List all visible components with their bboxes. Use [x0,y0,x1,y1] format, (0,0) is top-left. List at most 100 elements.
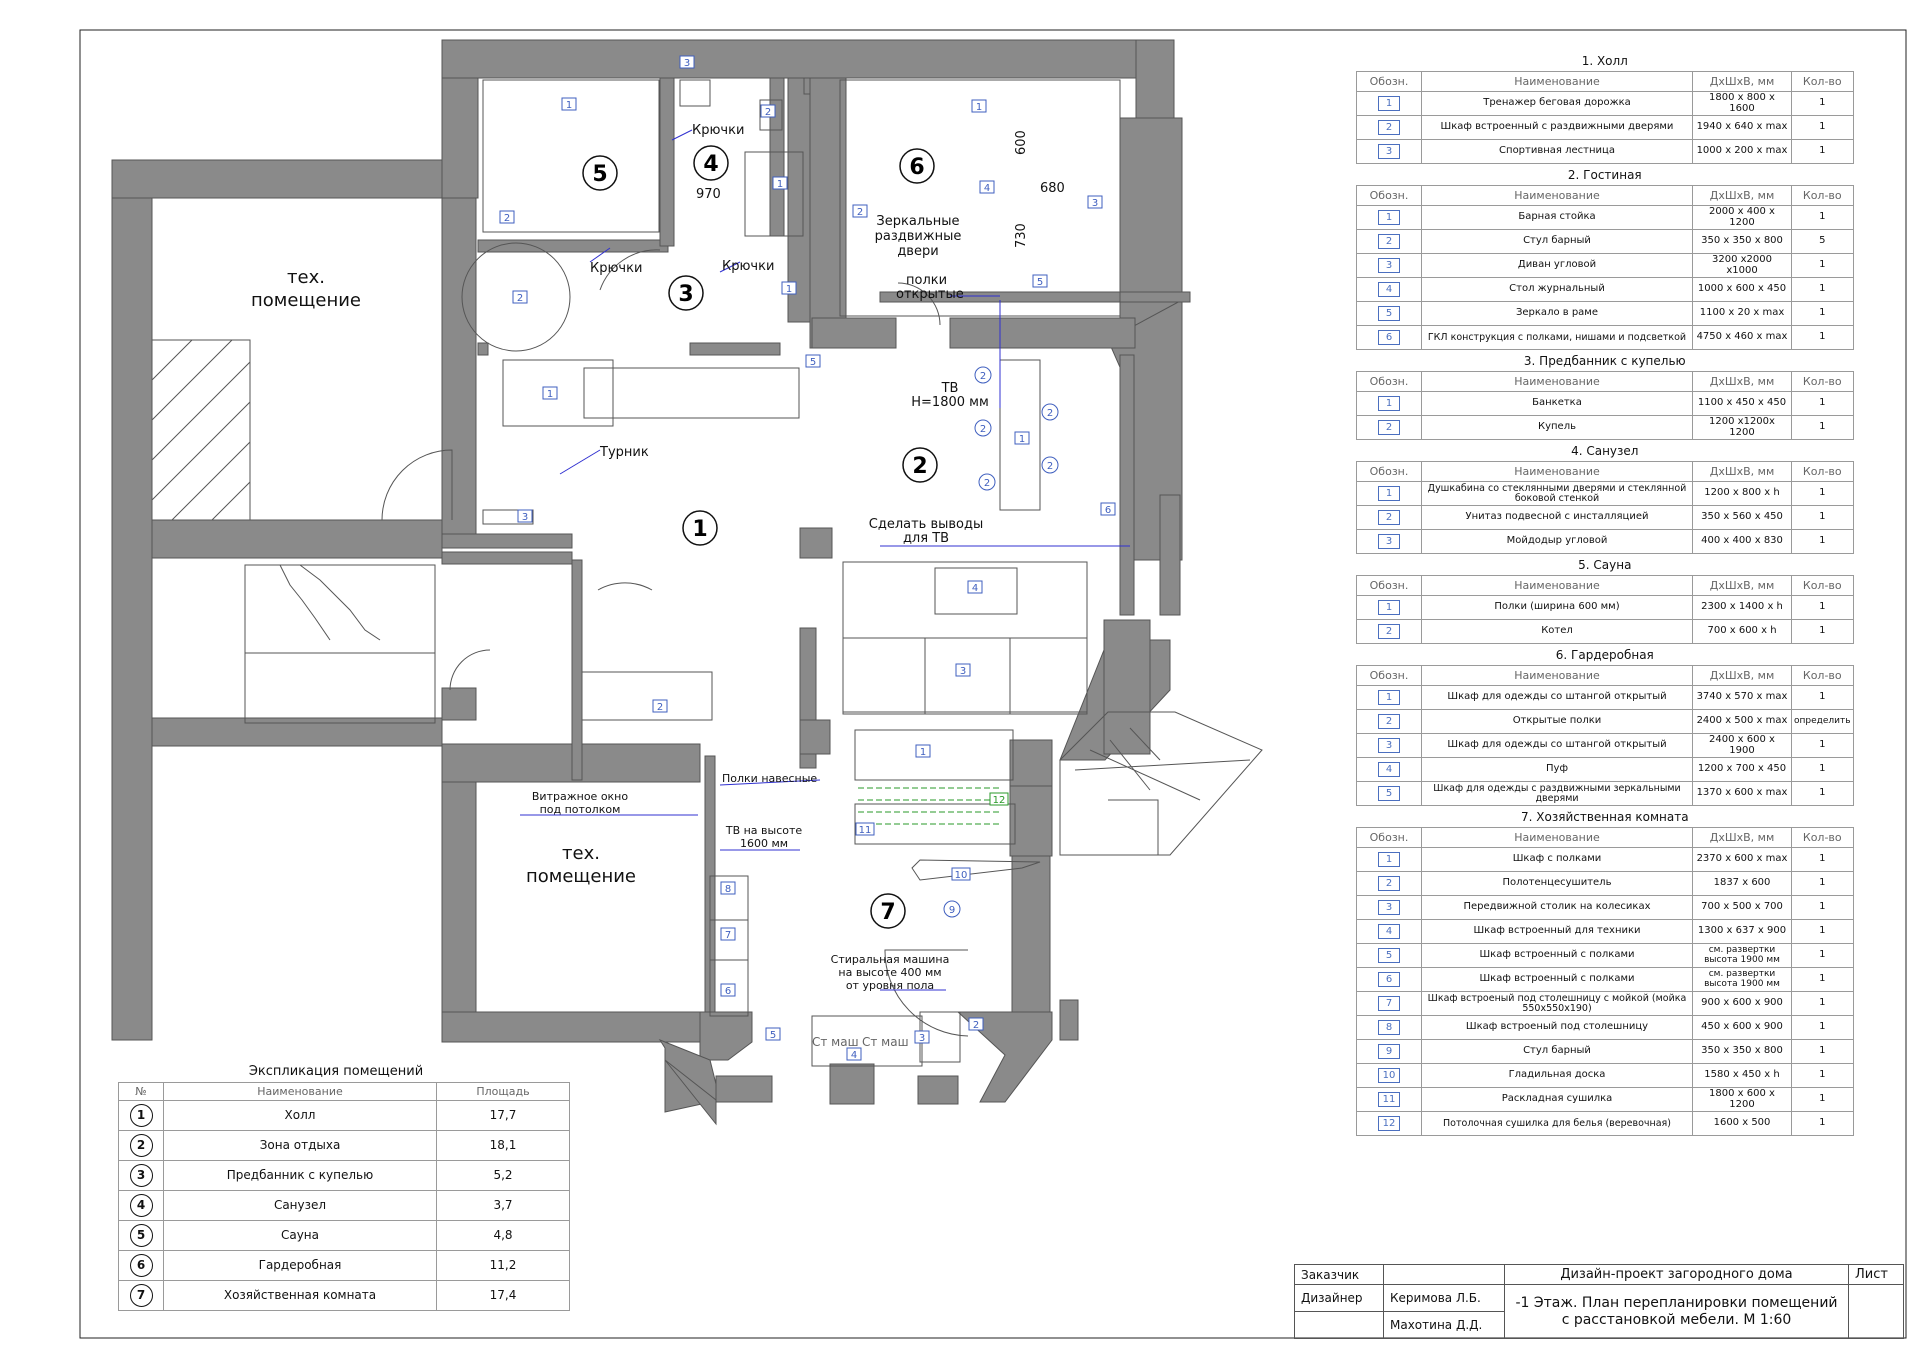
plan-code: 3 [955,663,971,677]
furniture-dims: 1370 x 600 x max [1692,781,1792,806]
room-lines [381,79,1121,1067]
svg-text:11: 11 [859,825,872,836]
plan-code: 8 [720,881,736,895]
furniture-name: Шкаф с полками [1421,847,1693,872]
label-washer-note-c: от уровня пола [846,979,934,992]
furniture-name: Полки (ширина 600 мм) [1421,595,1693,620]
furniture-name: Шкаф встроенный для техники [1421,919,1693,944]
furniture-code: 5 [1378,948,1400,963]
furniture-name: Шкаф встроенный с полками [1421,967,1693,992]
furniture-code: 3 [1378,738,1400,753]
label-tv: ТВ [941,381,959,396]
explication-header-cell: Наименование [163,1082,437,1101]
furniture-name: Передвижной столик на колесиках [1421,895,1693,920]
svg-text:2: 2 [973,1020,979,1031]
designer-label-2 [1294,1311,1384,1339]
furniture-name: Полотенцесушитель [1421,871,1693,896]
furniture-dims: 1940 x 640 x max [1692,115,1792,140]
furniture-name: Мойдодыр угловой [1421,529,1693,554]
svg-text:9: 9 [949,905,955,916]
room-number: 4 [129,1194,153,1217]
plan-code: 5 [1032,274,1048,288]
label-tv-high-b: 1600 мм [740,837,788,850]
svg-text:4: 4 [972,583,978,594]
plan-code: 5 [765,1027,781,1041]
furniture-dims: 1200 x 800 x h [1692,481,1792,506]
sheet-number [1848,1284,1904,1339]
furniture-header-cell: Наименование [1421,371,1693,392]
furniture-qty: 1 [1791,139,1854,164]
furniture-qty: 1 [1791,1087,1854,1112]
furniture-qty: 1 [1791,595,1854,620]
room-area: 11,2 [436,1250,570,1281]
room-name: Холл [163,1100,437,1131]
furniture-qty: 1 [1791,781,1854,806]
furniture-header-cell: Кол-во [1791,371,1854,392]
plan-code: 1 [561,97,577,111]
furniture-qty: 1 [1791,115,1854,140]
plan-code: 2 [978,473,996,491]
furniture-code: 10 [1378,1068,1400,1083]
plan-code: 1 [1014,431,1030,445]
plan-code: 5 [805,354,821,368]
room-name: Санузел [163,1190,437,1221]
room-marker-1: 1 [682,510,718,546]
furniture-section-title: 5. Сауна [1578,558,1632,573]
svg-text:2: 2 [504,213,510,224]
plan-code: 2 [652,699,668,713]
furniture-dims: 1200 x1200x 1200 [1692,415,1792,440]
svg-text:2: 2 [765,107,771,118]
plan-code: 3 [517,509,533,523]
room-name: Предбанник с купелью [163,1160,437,1191]
furniture-code: 2 [1378,234,1400,249]
furniture-qty: 1 [1791,967,1854,992]
furniture-code: 3 [1378,900,1400,915]
furniture-qty: 1 [1791,325,1854,350]
furniture-name: Тренажер беговая дорожка [1421,91,1693,116]
svg-text:3: 3 [919,1033,925,1044]
furniture-code: 1 [1378,210,1400,225]
furniture-header-cell: Обозн. [1356,827,1422,848]
furniture-code: 1 [1378,852,1400,867]
furniture-qty: 1 [1791,943,1854,968]
label-washer-note-a: Стиральная машина [831,953,950,966]
room-area: 5,2 [436,1160,570,1191]
furniture-qty: 1 [1791,1063,1854,1088]
room-area: 17,7 [436,1100,570,1131]
plan-code: 2 [499,210,515,224]
furniture-code: 1 [1378,96,1400,111]
label-mirror-doors-a: Зеркальные [876,214,959,229]
plan-code: 12 [989,792,1009,806]
svg-text:6: 6 [909,155,924,180]
room-marker-3: 3 [668,275,704,311]
furniture-dims: 2300 x 1400 x h [1692,595,1792,620]
room-number: 3 [129,1164,153,1187]
furniture-dims: 1580 x 450 x h [1692,1063,1792,1088]
furniture-dims: 2400 x 500 x max [1692,709,1792,734]
furniture-qty: 1 [1791,481,1854,506]
dim-680: 680 [1040,181,1065,196]
plan-code: 1 [781,281,797,295]
furniture-header-cell: ДхШхВ, мм [1692,185,1792,206]
plan-code: 1 [971,99,987,113]
furniture-dims: см. развертки высота 1900 мм [1692,943,1792,968]
furniture-name: Спортивная лестница [1421,139,1693,164]
svg-text:2: 2 [912,454,927,479]
plan-furniture-codes: 1 2 2 3 2 1 1 5 1 2 4 3 5 1 3 1 6 3 4 2 … [499,55,1116,1061]
svg-text:1: 1 [920,747,926,758]
furniture-name: Шкаф для одежды со штангой открытый [1421,733,1693,758]
label-tv-outputs-a: Сделать выводы [869,517,984,532]
furniture-dims: 1800 x 600 x 1200 [1692,1087,1792,1112]
